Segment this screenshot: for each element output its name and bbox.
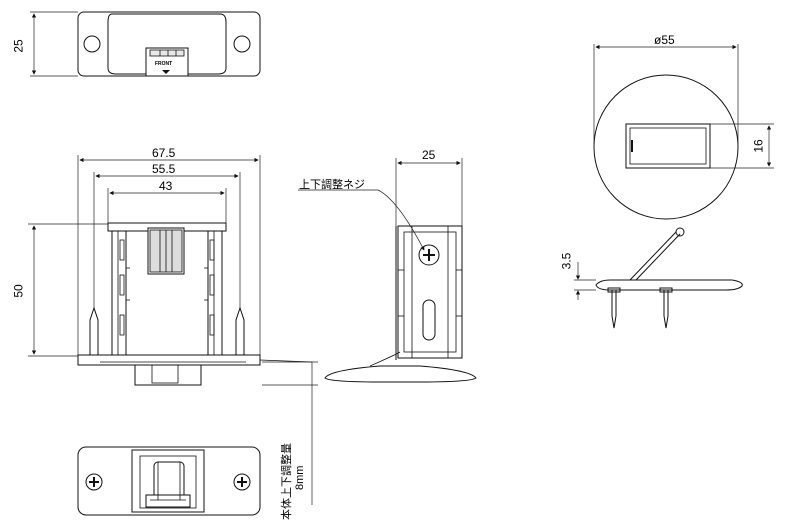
- bottom-view: [77, 446, 261, 516]
- front-view: [28, 155, 318, 505]
- adjust-value: 8mm: [294, 465, 306, 490]
- round-side-view: [574, 227, 743, 329]
- adjust-note: 本体上下調整量 8mm: [268, 440, 328, 520]
- thickness-dim: 3.5: [559, 252, 574, 270]
- front-label: FRONT: [155, 61, 173, 67]
- dim-50: 50: [11, 284, 26, 298]
- dim-43: 43: [159, 179, 173, 193]
- top-height-dim: 25: [11, 39, 26, 53]
- top-view: [30, 11, 261, 77]
- dim-55-5: 55.5: [152, 162, 176, 176]
- round-view: [593, 44, 774, 220]
- side-width-dim: 25: [422, 148, 436, 162]
- dim-67-5: 67.5: [152, 146, 176, 160]
- round-diameter: ø55: [654, 33, 675, 47]
- adjust-label: 本体上下調整量: [281, 443, 293, 520]
- round-side-dim: 16: [751, 139, 766, 153]
- side-view: [298, 158, 477, 383]
- screw-label: 上下調整ネジ: [299, 179, 365, 191]
